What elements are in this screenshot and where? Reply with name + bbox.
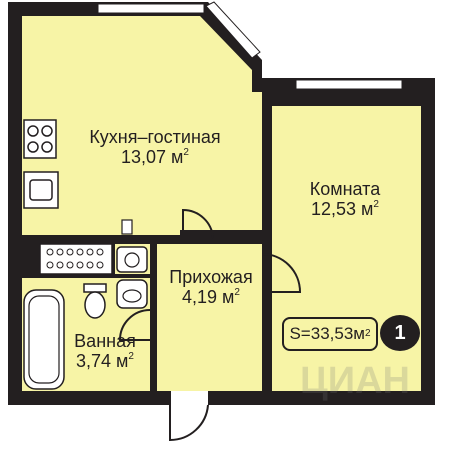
- burner-4: [41, 141, 53, 153]
- water-heater-icon: [121, 219, 133, 235]
- room-label-bath: Ванная 3,74 м2: [60, 331, 150, 372]
- washbasin-icon: [116, 279, 148, 309]
- stove-icon: [23, 119, 57, 159]
- window-room-top: [295, 79, 403, 90]
- room-area-room: 12,53 м2: [285, 198, 405, 220]
- total-area-unit: 2: [364, 327, 371, 339]
- toilet-icon: [84, 291, 106, 319]
- total-area-value: S=33,53м: [289, 324, 365, 343]
- toilet-tank: [83, 283, 107, 293]
- entry-door-gap: [170, 391, 208, 405]
- bathtub-inner: [28, 295, 60, 384]
- wall-kitchen-room: [262, 92, 272, 392]
- rooms-count-badge: 1: [380, 315, 420, 351]
- room-label-room: Комната 12,53 м2: [285, 179, 405, 220]
- utility-sink-drain: [124, 252, 140, 268]
- room-label-kitchen: Кухня–гостиная 13,07 м2: [70, 127, 240, 168]
- utility-sink-icon: [116, 246, 148, 273]
- room-area-hall: 4,19 м2: [155, 286, 267, 308]
- room-name-room: Комната: [309, 179, 381, 199]
- window-kitchen-corner: [205, 1, 261, 59]
- room-area-hall-unit: 2: [234, 286, 240, 298]
- room-area-kitchen: 13,07 м2: [70, 146, 240, 168]
- room-area-room-value: 12,53 м: [311, 198, 374, 219]
- hall-floor: [157, 244, 267, 391]
- room-name-hall: Прихожая: [169, 267, 253, 287]
- room-area-hall-value: 4,19 м: [182, 286, 235, 307]
- room-name-bath: Ванная: [74, 331, 136, 351]
- room-name-kitchen: Кухня–гостиная: [89, 127, 221, 147]
- bathtub-icon: [23, 289, 65, 390]
- burner-2: [41, 125, 53, 137]
- washbasin-bowl: [122, 289, 142, 303]
- kitchen-floor: [22, 16, 262, 235]
- room-area-kitchen-value: 13,07 м: [121, 146, 184, 167]
- entry-door-swing: [169, 391, 209, 442]
- washing-machine-icon: [39, 243, 113, 275]
- cian-watermark: ЦИАН: [300, 360, 410, 402]
- burner-3: [27, 141, 39, 153]
- kitchen-sink-bowl: [29, 179, 53, 201]
- room-area-kitchen-unit: 2: [183, 146, 189, 158]
- room-area-bath-value: 3,74 м: [76, 350, 129, 371]
- room-door-swing: [261, 253, 302, 293]
- window-kitchen-top: [97, 3, 205, 14]
- room-area-bath-unit: 2: [128, 350, 134, 362]
- room-area-room-unit: 2: [373, 198, 379, 210]
- burner-1: [27, 125, 39, 137]
- kitchen-sink-icon: [23, 171, 59, 209]
- room-area-bath: 3,74 м2: [60, 350, 150, 372]
- bath-door-swing: [118, 309, 151, 341]
- wall-kitchen-bottom: [22, 235, 157, 244]
- kitchen-door-swing: [182, 208, 214, 244]
- wall-bath-hall: [150, 244, 157, 391]
- washing-machine-grid: [46, 248, 104, 269]
- wall-bath-top: [22, 274, 150, 278]
- room-label-hall: Прихожая 4,19 м2: [155, 267, 267, 308]
